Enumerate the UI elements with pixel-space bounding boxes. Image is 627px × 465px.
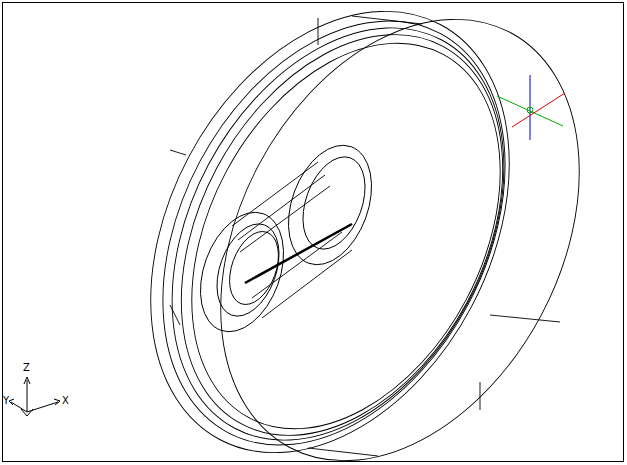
axis-label: Z — [23, 363, 30, 373]
axis-label: X — [62, 396, 69, 406]
ucs-icon — [9, 377, 60, 416]
wheel — [78, 0, 627, 465]
axis-tripod — [497, 75, 565, 140]
frame — [3, 3, 624, 462]
axis-line — [245, 224, 352, 283]
axis-label: Y — [3, 396, 9, 406]
